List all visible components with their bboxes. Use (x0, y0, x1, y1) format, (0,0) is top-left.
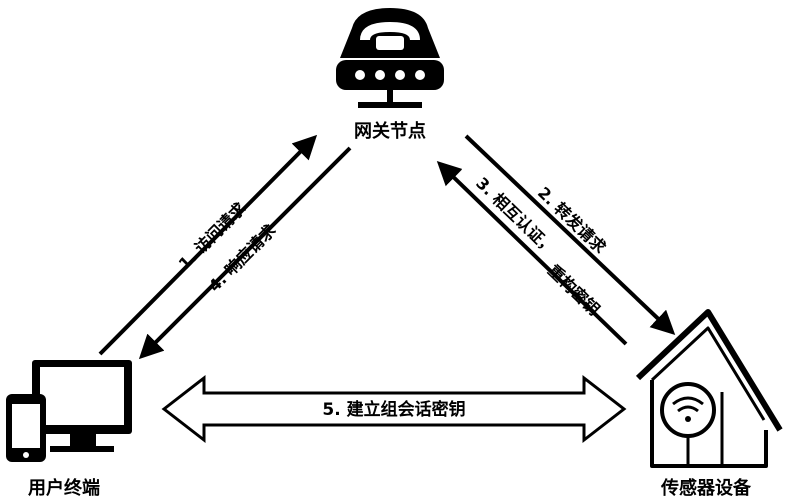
user-node: 用户终端 (6, 360, 132, 499)
sensor-node: 传感器设备 (638, 312, 780, 499)
session-key-label: 5. 建立组会话密钥 (322, 399, 465, 420)
gateway-node: 网关节点 (336, 8, 444, 142)
mutual-auth-label-2: 重构密钥 (544, 261, 603, 319)
desktop-phone-icon (6, 360, 132, 462)
user-label: 用户终端 (28, 477, 100, 499)
forward-request-arrow (466, 136, 670, 330)
gateway-label: 网关节点 (354, 120, 426, 142)
wifi-house-icon (638, 312, 780, 466)
router-phone-icon (336, 8, 444, 108)
sensor-label: 传感器设备 (660, 477, 752, 499)
